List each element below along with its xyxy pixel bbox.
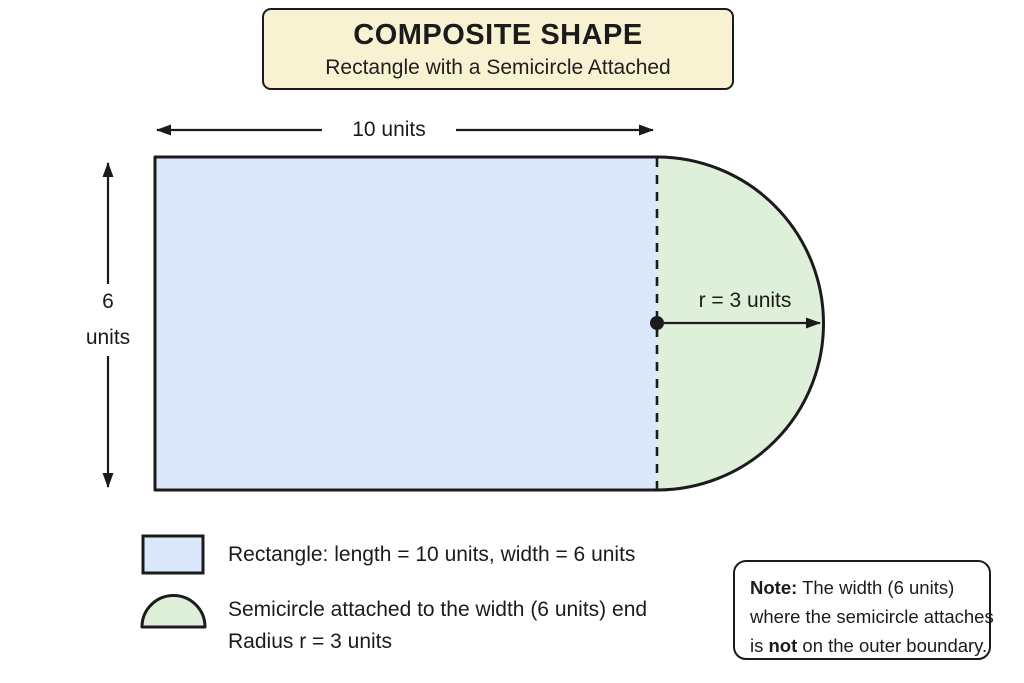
legend-semicircle-swatch: [140, 594, 207, 629]
rectangle-shape: [155, 157, 657, 490]
note-line1-rest: The width (6 units): [797, 577, 955, 598]
length-dimension-label: 10 units: [322, 116, 456, 144]
note-line3-post: on the outer boundary.: [797, 635, 988, 656]
legend-semicircle-label: Semicircle attached to the width (6 unit…: [228, 594, 647, 658]
width-dimension-label: 6 units: [70, 284, 146, 356]
note-line-3: is not on the outer boundary.: [750, 631, 987, 660]
legend-rectangle-swatch: [141, 534, 205, 575]
note-line3-pre: is: [750, 635, 769, 656]
width-dimension-value: 6: [102, 290, 114, 313]
note-line-2: where the semicircle attaches: [750, 606, 994, 627]
page-subtitle: Rectangle with a Semicircle Attached: [325, 56, 671, 79]
legend-semicircle-label-line2: Radius r = 3 units: [228, 630, 393, 653]
title-box: COMPOSITE SHAPE Rectangle with a Semicir…: [262, 8, 734, 90]
radius-label: r = 3 units: [698, 289, 792, 312]
note-bold-prefix: Note:: [750, 577, 798, 598]
semicircle-center-dot: [650, 316, 664, 330]
outer-boundary-outline: [153, 155, 825, 492]
page-title: COMPOSITE SHAPE: [353, 19, 643, 51]
note-bold-not: not: [768, 635, 798, 656]
legend-rectangle-label: Rectangle: length = 10 units, width = 6 …: [228, 543, 636, 566]
note-box: Note: The width (6 units) where the semi…: [733, 560, 994, 660]
width-dimension-unit: units: [85, 326, 131, 349]
note-line-1: Note: The width (6 units): [750, 573, 974, 602]
legend-semicircle-label-line1: Semicircle attached to the width (6 unit…: [228, 598, 648, 621]
